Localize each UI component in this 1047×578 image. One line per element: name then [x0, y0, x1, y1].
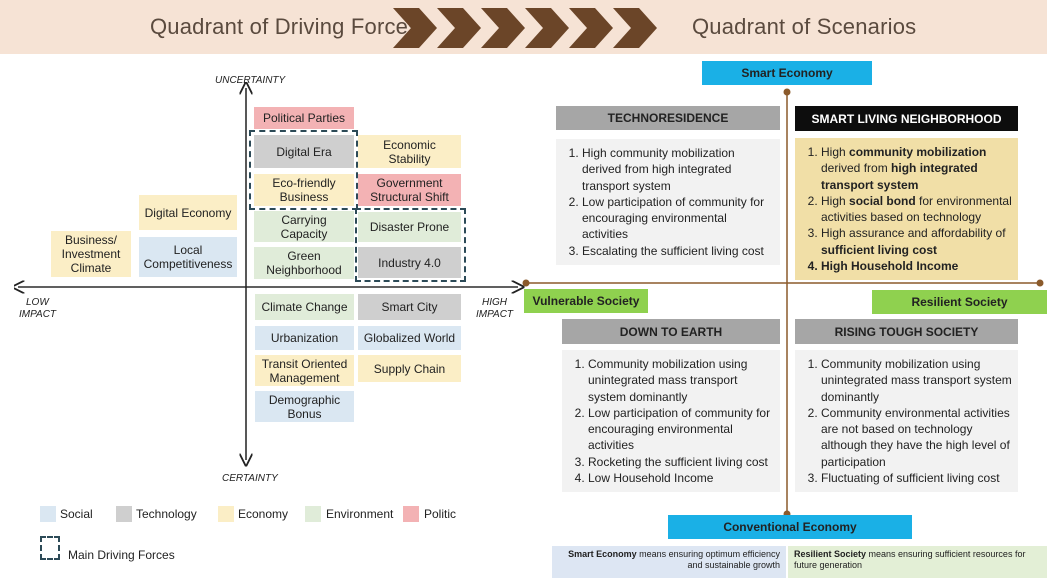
- digital-economy-box: Digital Economy: [139, 195, 237, 230]
- list-item: High community mobilization derived from…: [821, 144, 1012, 193]
- axis-low-impact-label: IMPACT: [19, 309, 57, 320]
- main-driving-forces-frame-2: [355, 208, 466, 282]
- globalized-world-box: Globalized World: [358, 326, 461, 350]
- conventional-economy-tag: Conventional Economy: [668, 515, 912, 539]
- down-to-earth-body: Community mobilization using unintegrate…: [562, 350, 780, 492]
- legend-politic-swatch: [403, 506, 419, 522]
- demographic-bonus-box: Demographic Bonus: [255, 391, 354, 422]
- list-item: Fluctuating of sufficient living cost: [821, 470, 1012, 486]
- list-item: Community mobilization using unintegrate…: [821, 356, 1012, 405]
- eco-friendly-business-box: Eco-friendly Business: [254, 174, 354, 206]
- rising-tough-society-header: RISING TOUGH SOCIETY: [795, 319, 1018, 344]
- list-item: Rocketing the sufficient living cost: [588, 454, 774, 470]
- main-driving-forces-frame-1: [249, 130, 358, 210]
- legend-main-driving-forces-label: Main Driving Forces: [68, 548, 175, 562]
- supply-chain-box: Supply Chain: [358, 355, 461, 382]
- driving-forces-axes: [14, 82, 534, 467]
- resilient-society-note: Resilient Society means ensuring suffici…: [788, 546, 1047, 578]
- government-structural-shift-box: Government Structural Shift: [358, 174, 461, 206]
- economic-stability-box: Economic Stability: [358, 135, 461, 168]
- driving-forces-title: Quadrant of Driving Forces: [150, 14, 420, 39]
- scenario-axes: [522, 88, 1044, 518]
- legend-environment-label: Environment: [326, 507, 394, 521]
- list-item: High assurance and affordability of suff…: [821, 225, 1012, 258]
- list-item: High Household Income: [821, 258, 1012, 274]
- list-item: Community environmental activities are n…: [821, 405, 1012, 470]
- urbanization-box: Urbanization: [255, 326, 354, 350]
- resilient-society-tag: Resilient Society: [872, 290, 1047, 314]
- scenarios-title: Quadrant of Scenarios: [692, 14, 917, 39]
- legend-economy-label: Economy: [238, 507, 289, 521]
- axis-high-impact-label: IMPACT: [476, 309, 514, 320]
- transit-oriented-management-box: Transit Oriented Management: [255, 355, 354, 386]
- digital-era-box: Digital Era: [254, 135, 354, 168]
- chevron-arrows-icon: [393, 8, 657, 48]
- smart-city-box: Smart City: [358, 294, 461, 320]
- legend-technology-label: Technology: [136, 507, 197, 521]
- legend-main-driving-forces-swatch: [40, 536, 60, 560]
- legend-social-swatch: [40, 506, 56, 522]
- business-investment-climate-box: Business/ Investment Climate: [51, 231, 131, 277]
- list-item: Low Household Income: [588, 470, 774, 486]
- technoresidence-header: TECHNORESIDENCE: [556, 106, 780, 130]
- disaster-prone-box: Disaster Prone: [358, 212, 461, 242]
- legend-environment-swatch: [305, 506, 321, 522]
- list-item: High community mobilization derived from…: [582, 145, 774, 194]
- smart-living-neighborhood-body: High community mobilization derived from…: [795, 138, 1018, 280]
- top-banner: Quadrant of Driving Forces Quadrant of S…: [0, 0, 1047, 54]
- axis-certainty-label: CERTAINTY: [222, 473, 278, 484]
- smart-economy-tag: Smart Economy: [702, 61, 872, 85]
- legend-politic-label: Politic: [424, 507, 457, 521]
- legend-social-label: Social: [60, 507, 93, 521]
- list-item: Community mobilization using unintegrate…: [588, 356, 774, 405]
- industry-4-box: Industry 4.0: [358, 247, 461, 278]
- smart-living-neighborhood-header: SMART LIVING NEIGHBORHOOD: [795, 106, 1018, 131]
- carrying-capacity-box: Carrying Capacity: [254, 211, 354, 242]
- political-parties-box: Political Parties: [254, 107, 354, 129]
- list-item: Low participation of community for encou…: [588, 405, 774, 454]
- green-neighborhood-box: Green Neighborhood: [254, 247, 354, 279]
- down-to-earth-header: DOWN TO EARTH: [562, 319, 780, 344]
- technoresidence-body: High community mobilization derived from…: [556, 139, 780, 265]
- legend-economy-swatch: [218, 506, 234, 522]
- legend-technology-swatch: [116, 506, 132, 522]
- list-item: Low participation of community for encou…: [582, 194, 774, 243]
- axis-high-label: HIGH: [482, 297, 507, 308]
- list-item: High social bond for environmental activ…: [821, 193, 1012, 226]
- vulnerable-society-tag: Vulnerable Society: [524, 289, 648, 313]
- axis-low-label: LOW: [26, 297, 49, 308]
- list-item: Escalating the sufficient living cost: [582, 243, 774, 259]
- rising-tough-society-body: Community mobilization using unintegrate…: [795, 350, 1018, 492]
- axis-uncertainty-label: UNCERTAINTY: [215, 75, 286, 86]
- smart-economy-note: Smart Economy means ensuring optimum eff…: [552, 546, 786, 578]
- climate-change-box: Climate Change: [255, 294, 354, 320]
- local-competitiveness-box: Local Competitiveness: [139, 237, 237, 277]
